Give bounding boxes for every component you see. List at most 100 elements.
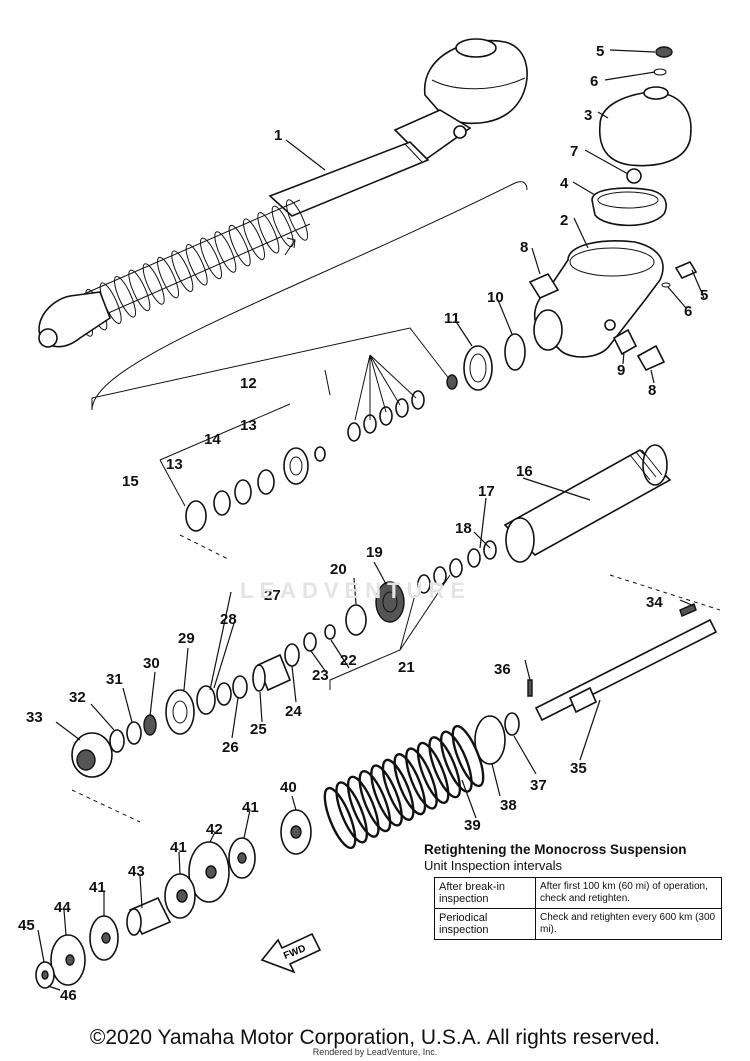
spring-coil <box>440 730 473 793</box>
spring-coil <box>142 263 165 305</box>
callout-41-b: 41 <box>170 839 187 856</box>
callout-3: 3 <box>584 107 592 124</box>
inspection-note: Retightening the Monocross Suspension Un… <box>424 842 724 940</box>
callout-41-c: 41 <box>89 879 106 896</box>
callout-42: 42 <box>206 821 223 838</box>
callout-37: 37 <box>530 777 547 794</box>
callout-25: 25 <box>250 721 267 738</box>
spring-coil <box>114 276 136 318</box>
spring-coil <box>370 764 403 827</box>
callout-9: 9 <box>617 362 625 379</box>
valve-stack <box>91 327 458 561</box>
spring-coil <box>185 244 208 286</box>
callout-1: 1 <box>274 127 282 144</box>
callout-17: 17 <box>478 483 495 500</box>
callout-40: 40 <box>280 779 297 796</box>
row-text: After first 100 km (60 mi) of operation,… <box>535 877 722 909</box>
callout-19: 19 <box>366 544 383 561</box>
callout-34: 34 <box>646 594 663 611</box>
callout-18: 18 <box>455 520 472 537</box>
spring-coil <box>405 747 438 810</box>
upper-joint-housing <box>463 46 698 391</box>
spring-coil <box>416 741 450 805</box>
spring-coil <box>228 224 251 267</box>
spring-coil <box>346 775 380 838</box>
callout-8-left: 8 <box>520 239 528 256</box>
spring-coil <box>286 199 308 241</box>
spring-coil <box>157 256 179 299</box>
row-label: Periodical inspection <box>434 908 536 940</box>
callout-14: 14 <box>204 431 221 448</box>
spring-coil <box>323 786 357 850</box>
callout-26: 26 <box>222 739 239 756</box>
callout-44: 44 <box>54 899 71 916</box>
spring-coil <box>200 237 222 280</box>
callout-46: 46 <box>60 987 77 1004</box>
callout-45: 45 <box>18 917 35 934</box>
callout-38: 38 <box>500 797 517 814</box>
shock-absorber-assembly <box>38 38 528 411</box>
callout-6-top: 6 <box>590 73 598 90</box>
inspection-subtitle: Unit Inspection intervals <box>424 858 563 873</box>
callout-35: 35 <box>570 760 587 777</box>
callout-27: 27 <box>264 587 281 604</box>
spring-coil <box>271 205 294 248</box>
spring-coil <box>428 736 462 799</box>
rod-and-spring <box>323 574 721 850</box>
inspection-table: After break-in inspection After first 10… <box>434 877 722 940</box>
watermark: LEADVENTURE <box>240 578 472 603</box>
callout-5-top: 5 <box>596 43 604 60</box>
lower-mount-group <box>71 643 300 823</box>
spring-coil <box>214 231 237 273</box>
callout-33: 33 <box>26 709 43 726</box>
callout-6-right: 6 <box>684 303 692 320</box>
callout-2: 2 <box>560 212 568 229</box>
callout-36: 36 <box>494 661 511 678</box>
callout-22: 22 <box>340 652 357 669</box>
spring-coil <box>381 758 415 821</box>
callout-41-a: 41 <box>242 799 259 816</box>
spring-coil <box>257 212 280 254</box>
callout-4: 4 <box>560 175 569 192</box>
callout-31: 31 <box>106 671 123 688</box>
render-credit: Rendered by LeadVenture, Inc. <box>312 1047 438 1057</box>
callout-32: 32 <box>69 689 86 706</box>
callout-12: 12 <box>240 375 257 392</box>
callout-29: 29 <box>178 630 195 647</box>
table-row: After break-in inspection After first 10… <box>434 877 722 909</box>
callout-20: 20 <box>330 561 347 578</box>
seal-group <box>303 558 463 690</box>
inspection-title: Retightening the Monocross Suspension <box>424 842 687 857</box>
spring-coil <box>451 724 485 788</box>
callout-10: 10 <box>487 289 504 306</box>
callout-23: 23 <box>312 667 329 684</box>
callout-16: 16 <box>516 463 533 480</box>
leader-lines <box>37 49 705 991</box>
row-text: Check and retighten every 600 km (300 mi… <box>535 908 722 940</box>
callout-39: 39 <box>464 817 481 834</box>
callout-labels: 1 2 3 4 5 5 6 6 7 8 8 9 10 11 12 13 13 1… <box>18 43 708 1004</box>
copyright-notice: ©2020 Yamaha Motor Corporation, U.S.A. A… <box>89 1026 661 1049</box>
callout-24: 24 <box>285 703 302 720</box>
forward-arrow: FWD <box>260 932 322 974</box>
callout-28: 28 <box>220 611 237 628</box>
cylinder <box>467 444 672 568</box>
spring-coil <box>243 218 265 260</box>
spring-coil <box>358 769 392 833</box>
spring-coil <box>335 781 368 844</box>
spring-coil <box>128 269 151 312</box>
callout-5-right: 5 <box>700 287 708 304</box>
spring-coil <box>171 250 194 292</box>
callout-13-lower: 13 <box>166 456 183 473</box>
callout-7: 7 <box>570 143 578 160</box>
callout-13-upper: 13 <box>240 417 257 434</box>
callout-30: 30 <box>143 655 160 672</box>
row-label: After break-in inspection <box>434 877 536 909</box>
spring-coil <box>393 753 427 816</box>
callout-21: 21 <box>398 659 415 676</box>
callout-8-right: 8 <box>648 382 656 399</box>
table-row: Periodical inspection Check and retighte… <box>434 908 722 940</box>
callout-15: 15 <box>122 473 139 490</box>
callout-43: 43 <box>128 863 145 880</box>
